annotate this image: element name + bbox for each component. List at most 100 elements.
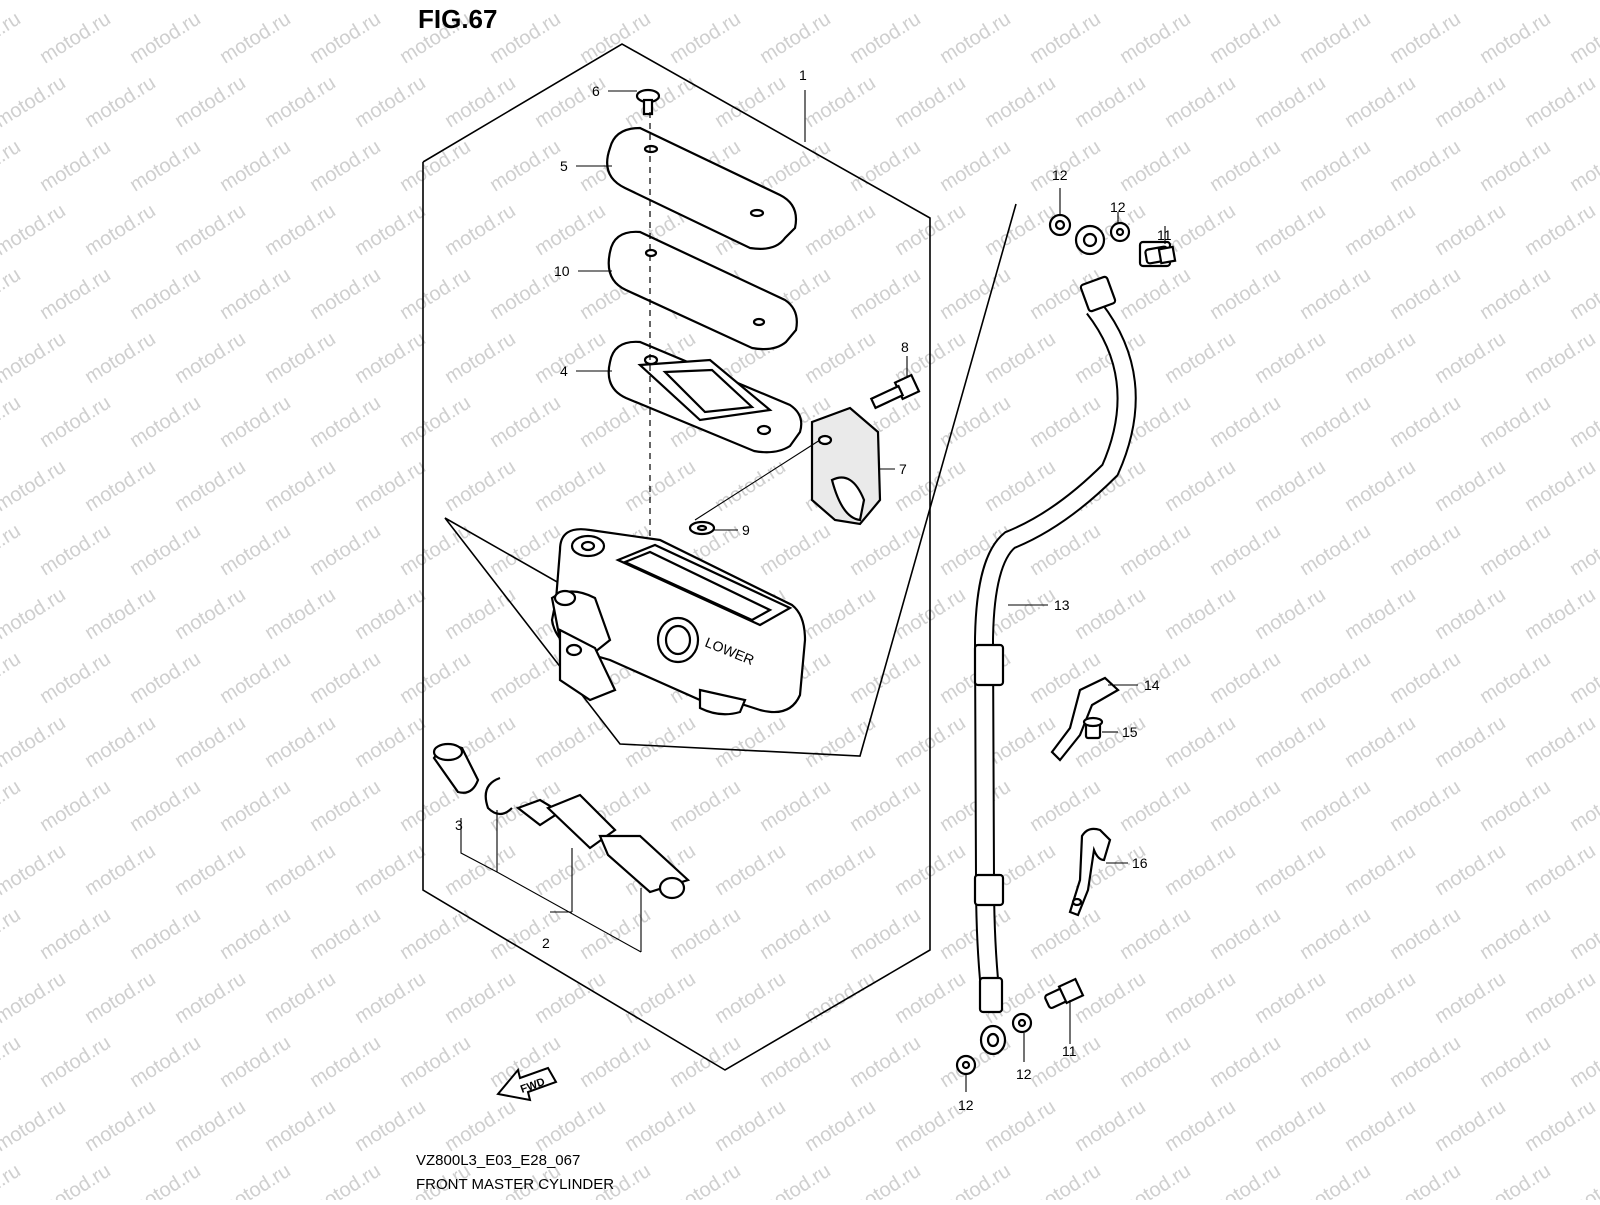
- watermark-text: motod.ru: [531, 200, 610, 260]
- watermark-text: motod.ru: [1476, 1032, 1555, 1092]
- figure-title: FIG.67: [418, 4, 498, 34]
- lower-banjo-fitting: [979, 1024, 1007, 1056]
- watermark-text: motod.ru: [981, 72, 1060, 132]
- watermark-text: motod.ru: [576, 904, 655, 964]
- watermark-text: motod.ru: [0, 520, 25, 580]
- watermark-text: motod.ru: [306, 776, 385, 836]
- callout-11-b: 11: [1062, 1043, 1077, 1059]
- watermark-text: motod.ru: [1386, 904, 1465, 964]
- watermark-text: motod.ru: [1116, 8, 1195, 68]
- watermark-text: motod.ru: [216, 904, 295, 964]
- watermark-text: motod.ru: [1566, 136, 1600, 196]
- watermark-text: motod.ru: [891, 72, 970, 132]
- watermark-text: motod.ru: [1071, 968, 1150, 1028]
- watermark-text: motod.ru: [1026, 392, 1105, 452]
- watermark-text: motod.ru: [81, 72, 160, 132]
- watermark-text: motod.ru: [171, 968, 250, 1028]
- watermark-text: motod.ru: [0, 8, 25, 68]
- watermark-text: motod.ru: [1566, 8, 1600, 68]
- watermark-text: motod.ru: [36, 8, 115, 68]
- watermark-text: motod.ru: [36, 1160, 115, 1200]
- watermark-text: motod.ru: [1476, 776, 1555, 836]
- watermark-text: motod.ru: [1386, 264, 1465, 324]
- watermark-text: motod.ru: [171, 584, 250, 644]
- watermark-text: motod.ru: [1341, 328, 1420, 388]
- watermark-text: motod.ru: [36, 904, 115, 964]
- watermark-text: motod.ru: [1026, 8, 1105, 68]
- watermark-text: motod.ru: [216, 1032, 295, 1092]
- watermark-text: motod.ru: [1431, 712, 1510, 772]
- watermark-text: motod.ru: [0, 712, 70, 772]
- watermark-text: motod.ru: [171, 1096, 250, 1156]
- cap-plate-part-10: [607, 230, 798, 351]
- watermark-text: motod.ru: [1161, 840, 1240, 900]
- drawing-code: VZ800L3_E03_E28_067: [416, 1152, 581, 1169]
- watermark-text: motod.ru: [171, 456, 250, 516]
- watermark-text: motod.ru: [1386, 8, 1465, 68]
- watermark-text: motod.ru: [576, 8, 655, 68]
- watermark-text: motod.ru: [1296, 264, 1375, 324]
- watermark-text: motod.ru: [846, 1160, 925, 1200]
- watermark-text: motod.ru: [261, 72, 340, 132]
- watermark-text: motod.ru: [621, 1096, 700, 1156]
- watermark-text: motod.ru: [1341, 840, 1420, 900]
- watermark-text: motod.ru: [1116, 904, 1195, 964]
- watermark-text: motod.ru: [531, 0, 610, 4]
- watermark-text: motod.ru: [486, 264, 565, 324]
- watermark-text: motod.ru: [396, 392, 475, 452]
- watermark-text: motod.ru: [576, 1032, 655, 1092]
- watermark-text: motod.ru: [981, 0, 1060, 4]
- watermark-text: motod.ru: [0, 584, 70, 644]
- watermark-text: motod.ru: [1431, 456, 1510, 516]
- watermark-text: motod.ru: [1071, 1096, 1150, 1156]
- watermark-text: motod.ru: [1341, 456, 1420, 516]
- watermark-text: motod.ru: [0, 1096, 70, 1156]
- watermark-text: motod.ru: [756, 776, 835, 836]
- watermark-text: motod.ru: [1386, 648, 1465, 708]
- watermark-text: motod.ru: [1296, 776, 1375, 836]
- watermark-text: motod.ru: [1206, 520, 1285, 580]
- watermark-text: motod.ru: [171, 200, 250, 260]
- callout-16: 16: [1132, 855, 1148, 871]
- watermark-text: motod.ru: [126, 520, 205, 580]
- watermark-text: motod.ru: [351, 712, 430, 772]
- watermark-text: motod.ru: [1521, 200, 1600, 260]
- watermark-text: motod.ru: [936, 8, 1015, 68]
- watermark-text: motod.ru: [1386, 520, 1465, 580]
- watermark-text: motod.ru: [846, 648, 925, 708]
- watermark-text: motod.ru: [846, 776, 925, 836]
- watermark-text: motod.ru: [711, 968, 790, 1028]
- watermark-text: motod.ru: [351, 1096, 430, 1156]
- callout-13: 13: [1054, 597, 1070, 613]
- watermark-text: motod.ru: [846, 264, 925, 324]
- watermark-text: motod.ru: [441, 968, 520, 1028]
- callout-12-a: 12: [1052, 167, 1068, 183]
- watermark-text: motod.ru: [1251, 1096, 1330, 1156]
- watermark-text: motod.ru: [1521, 0, 1600, 4]
- watermark-text: motod.ru: [1161, 968, 1240, 1028]
- watermark-text: motod.ru: [1251, 968, 1330, 1028]
- watermark-text: motod.ru: [441, 72, 520, 132]
- watermark-text: motod.ru: [0, 1032, 25, 1092]
- watermark-text: motod.ru: [1566, 264, 1600, 324]
- watermark-text: motod.ru: [81, 456, 160, 516]
- watermark-text: motod.ru: [981, 200, 1060, 260]
- watermark-text: motod.ru: [1476, 264, 1555, 324]
- watermark-text: motod.ru: [1251, 0, 1330, 4]
- watermark-text: motod.ru: [531, 712, 610, 772]
- watermark-text: motod.ru: [126, 8, 205, 68]
- watermark-text: motod.ru: [1116, 264, 1195, 324]
- watermark-text: motod.ru: [0, 72, 70, 132]
- watermark-text: motod.ru: [1341, 584, 1420, 644]
- dust-boot-part-3: [432, 742, 480, 794]
- watermark-text: motod.ru: [0, 200, 70, 260]
- watermark-text: motod.ru: [801, 328, 880, 388]
- watermark-text: motod.ru: [1026, 904, 1105, 964]
- watermark-text: motod.ru: [846, 904, 925, 964]
- watermark-text: motod.ru: [0, 328, 70, 388]
- watermark-text: motod.ru: [1566, 776, 1600, 836]
- watermark-text: motod.ru: [171, 328, 250, 388]
